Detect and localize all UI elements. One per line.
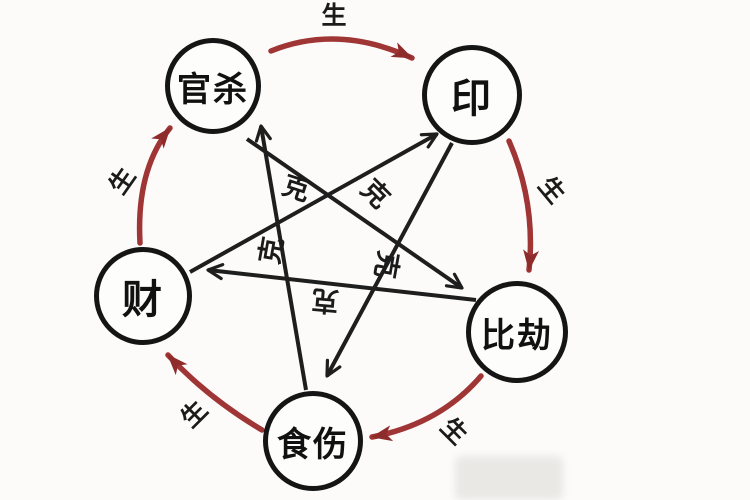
node-yin-label: 印	[451, 77, 493, 121]
blurred-watermark	[455, 456, 563, 500]
node-guansha: 官杀	[165, 38, 261, 134]
node-cai: 财	[94, 247, 192, 345]
node-guansha-label: 官杀	[177, 70, 249, 109]
sheng-arrow-bijie-to-shishang	[369, 373, 484, 442]
node-bijie-label: 比劫	[481, 316, 553, 355]
node-bijie: 比劫	[466, 281, 568, 383]
sheng-arrow-guansha-to-yin	[268, 36, 415, 61]
node-shishang-label: 食伤	[277, 425, 349, 464]
ke-label-yin-shishang: 克	[310, 284, 340, 317]
node-cai-label: 财	[122, 278, 164, 322]
sheng-arrow-yin-to-bijie	[506, 138, 540, 273]
ke-arrow-yin-to-shishang	[325, 142, 454, 378]
node-shishang: 食伤	[263, 391, 363, 491]
ke-arrow-cai-to-yin	[189, 132, 439, 274]
sheng-arrow-shishang-to-cai	[165, 352, 265, 433]
ke-arrow-bijie-to-cai	[206, 263, 477, 302]
ke-arrow-guansha-to-bijie	[245, 137, 464, 290]
ke-arrow-shishang-to-guansha	[254, 124, 308, 391]
sheng-arrow-cai-to-guansha	[136, 125, 173, 246]
sheng-label-guansha-yin: 生	[321, 2, 347, 30]
node-yin: 印	[422, 45, 522, 145]
